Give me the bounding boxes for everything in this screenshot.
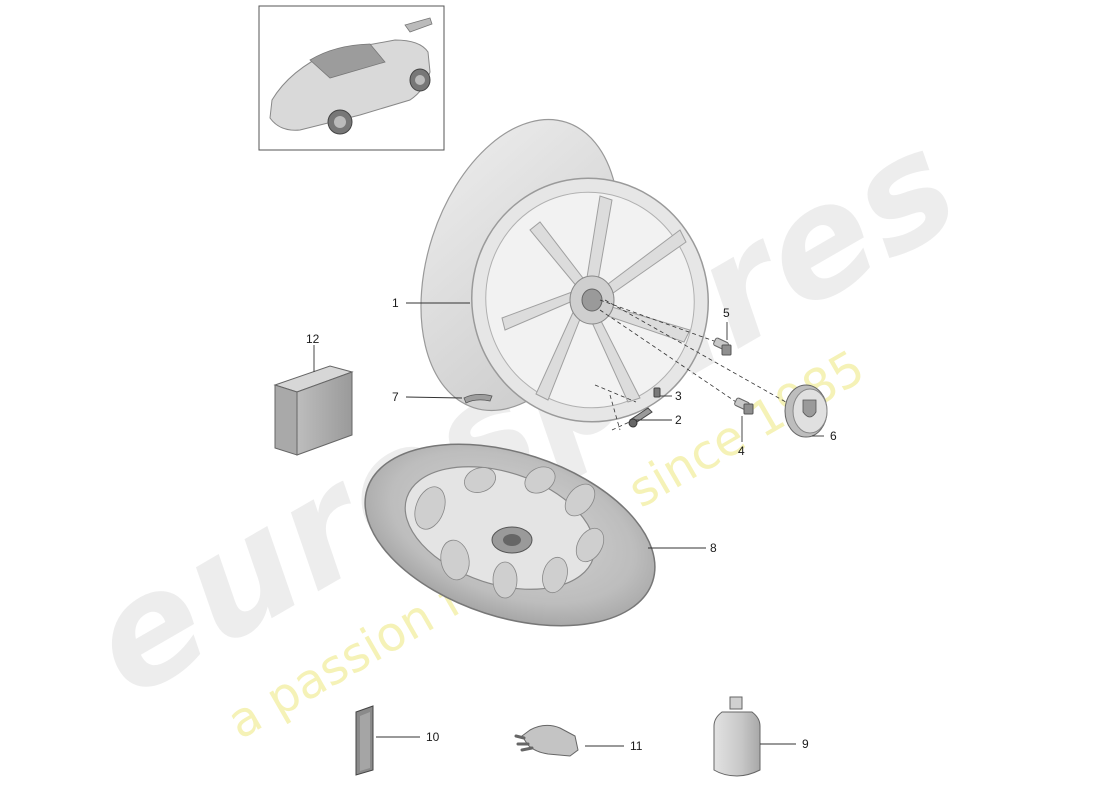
valve-icon	[628, 387, 661, 428]
valve-stem	[628, 407, 653, 428]
assembly-lines	[594, 299, 801, 431]
wheel-bolt-upper	[713, 337, 732, 356]
glove-icon	[514, 724, 579, 757]
callout-6: 6	[830, 429, 837, 443]
callout-3: 3	[675, 389, 682, 403]
callout-8: 8	[710, 541, 717, 555]
card-icon	[355, 705, 374, 776]
callout-2: 2	[675, 413, 682, 427]
wheel-rim	[420, 118, 709, 423]
hub-cap-icon	[784, 384, 828, 438]
wheel-bolt-lower	[734, 397, 754, 415]
car-icon	[269, 17, 433, 135]
weight-icon	[463, 394, 493, 404]
spare-tire	[364, 443, 656, 627]
box-icon	[273, 365, 354, 456]
vehicle-thumbnail	[258, 5, 445, 151]
bolt-icon	[713, 337, 754, 415]
valve-cap	[653, 387, 661, 398]
callout-1: 1	[392, 296, 399, 310]
callout-12: 12	[306, 332, 320, 346]
bottle-icon	[713, 696, 761, 777]
callout-10: 10	[426, 730, 440, 744]
callout-4: 4	[738, 444, 745, 458]
leader-lines	[313, 302, 824, 747]
callout-7: 7	[392, 390, 399, 404]
callout-9: 9	[802, 737, 809, 751]
callout-5: 5	[723, 306, 730, 320]
callout-11: 11	[630, 739, 643, 753]
callouts: 1 2 3 4 5 6 7 8 9 10 11 12	[306, 296, 837, 753]
